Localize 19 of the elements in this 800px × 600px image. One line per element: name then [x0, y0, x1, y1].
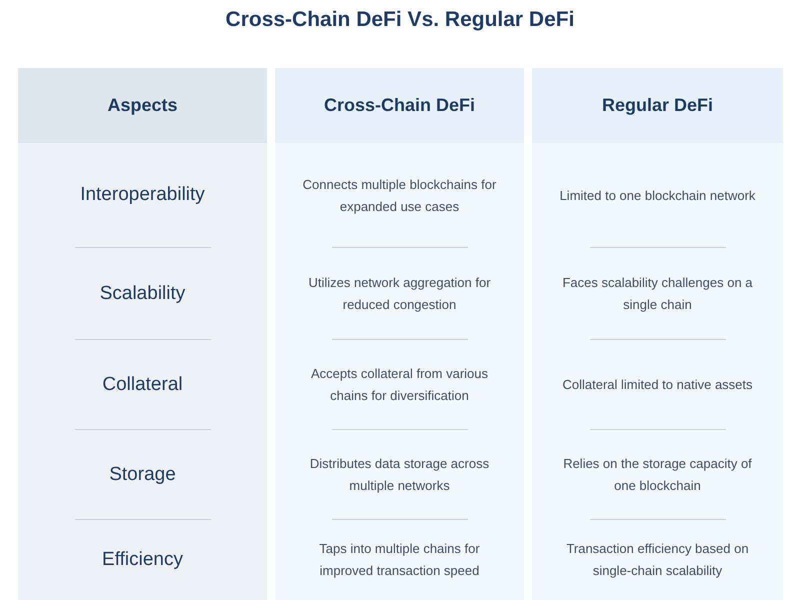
aspect-name: Scalability	[100, 282, 186, 306]
column-header: Regular DeFi	[602, 94, 714, 117]
description-text: Accepts collateral from various chains for diversification	[310, 365, 489, 405]
description-text: Transaction efficiency based on single-chain scalability	[565, 540, 750, 580]
aspect-name: Collateral	[102, 372, 183, 397]
title: Cross-Chain DeFi Vs. Regular DeFi	[224, 7, 576, 33]
description-text: Relies on the storage capacity of one blockchain	[562, 455, 753, 495]
description-text: Faces scalability challenges on a single chain	[561, 274, 754, 314]
column-header: Cross-Chain DeFi	[324, 94, 476, 117]
description-text: Limited to one blockchain network	[560, 186, 756, 204]
aspect-name: Storage	[109, 462, 176, 487]
description-text: Taps into multiple chains for improved transaction speed	[318, 540, 481, 580]
aspect-name: Efficiency	[102, 548, 183, 572]
aspect-name: Interoperability	[80, 183, 205, 208]
column-header: Aspects	[107, 94, 178, 117]
description-text: Distributes data storage across multiple networks	[308, 455, 490, 495]
description-text: Collateral limited to native assets	[562, 376, 753, 394]
description-text: Connects multiple blockchains for expanded use cases	[302, 176, 498, 216]
description-text: Utilizes network aggregation for reduced congestion	[307, 274, 492, 314]
